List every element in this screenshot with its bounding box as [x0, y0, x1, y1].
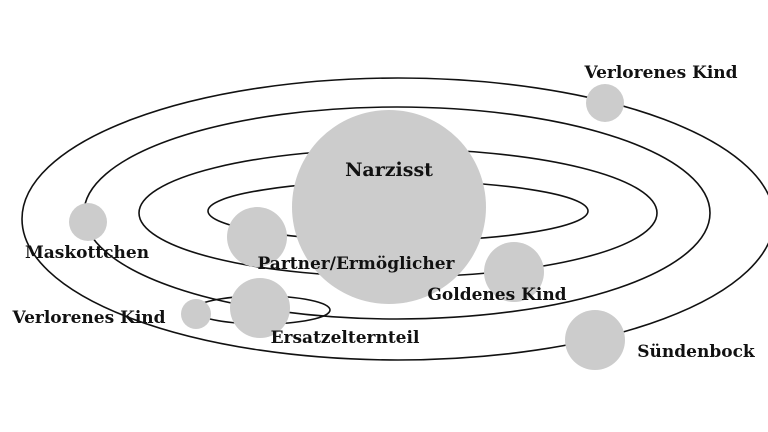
mascot-label: Maskottchen [25, 243, 149, 263]
orbit-outer [21, 77, 768, 361]
scapegoat-label: Sündenbock [637, 342, 756, 362]
bodies [69, 84, 625, 370]
lost-child-left-body [181, 299, 211, 329]
narcissist-body [292, 110, 486, 304]
lost-child-left-label: Verlorenes Kind [11, 308, 165, 328]
golden-child-body [484, 242, 544, 302]
labels: Narzisst Partner/Ermöglicher Goldenes Ki… [11, 63, 755, 362]
surrogate-parent-label: Ersatzelternteil [271, 328, 420, 348]
narcissist-label: Narzisst [345, 159, 433, 181]
golden-child-label: Goldenes Kind [427, 285, 566, 305]
lost-child-top-label: Verlorenes Kind [583, 63, 737, 83]
partner-label: Partner/Ermöglicher [257, 254, 455, 274]
surrogate-parent-body [230, 278, 290, 338]
lost-child-top-body [586, 84, 624, 122]
mascot-body [69, 203, 107, 241]
scapegoat-body [565, 310, 625, 370]
partner-body [227, 207, 287, 267]
